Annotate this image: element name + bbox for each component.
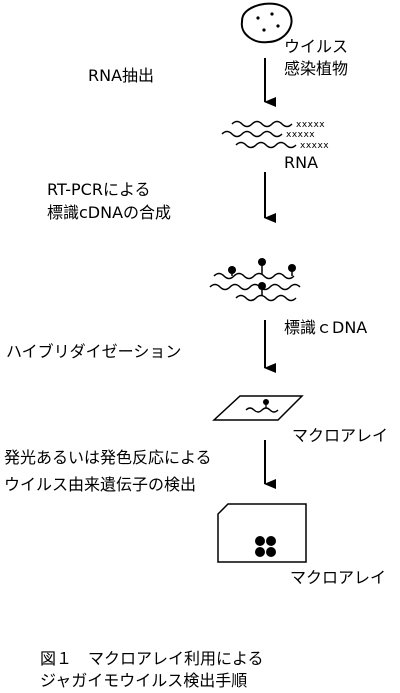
detection-label: 発光あるいは発色反応による ウイルス由来遺伝子の検出 — [4, 448, 212, 494]
infected-plant-label: ウイルス 感染植物 — [284, 37, 349, 78]
rna-tail-mark: xxxxx — [296, 120, 325, 130]
rt-pcr-label: RT-PCRによる 標識cDNAの合成 — [47, 180, 172, 222]
macroarray-result-label: マクロアレイ — [290, 568, 387, 587]
figure-caption-line1: 図１ マクロアレイ利用による — [40, 649, 264, 668]
rna-strands — [221, 120, 297, 149]
label-marker-dots — [228, 258, 296, 290]
figure-caption-line2: ジャガイモウイルス検出手順 — [40, 671, 248, 690]
rna-label: RNA — [284, 153, 319, 172]
labeled-cdna-label: 標識ｃDNA — [284, 318, 368, 337]
macroarray-membrane — [212, 395, 304, 421]
rna-tail-mark: xxxxx — [300, 141, 329, 151]
rna-tail-mark: xxxxx — [286, 130, 315, 140]
macroarray-result — [217, 503, 307, 563]
hybridization-label: ハイブリダイゼーション — [6, 342, 182, 361]
potato-icon — [240, 2, 293, 44]
macroarray-label: マクロアレイ — [292, 426, 389, 445]
labeled-cdna-strands — [209, 264, 301, 302]
rna-extraction-label: RNA抽出 — [88, 66, 155, 85]
